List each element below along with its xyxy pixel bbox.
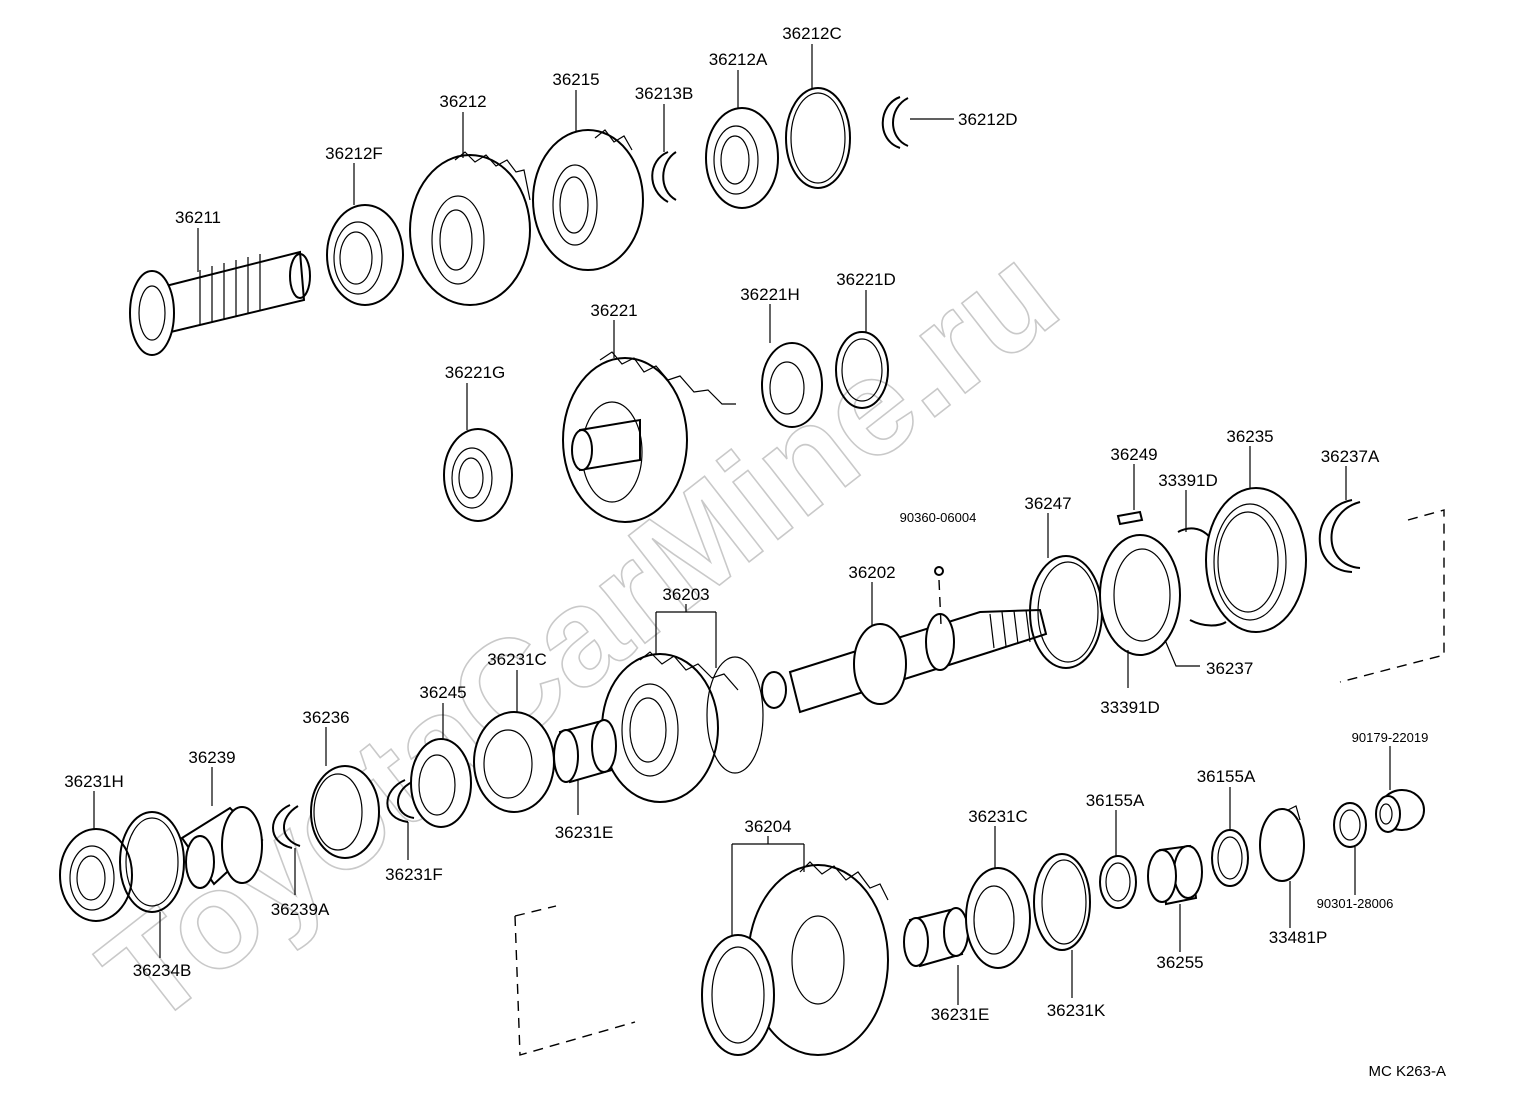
- label-36221G: 36221G: [445, 363, 506, 382]
- part-36212A-bearing: [705, 107, 779, 209]
- part-36236-ring: [310, 765, 380, 859]
- part-36212F-bearing: [326, 204, 404, 306]
- part-36212C-ring: [785, 87, 851, 189]
- part-36204-gear: [701, 861, 889, 1056]
- part-36211-shaft: [129, 250, 311, 356]
- label-33391D-top: 33391D: [1158, 471, 1218, 490]
- label-36231E-right: 36231E: [931, 1005, 990, 1024]
- part-36237A-snap-ring: [1318, 499, 1361, 573]
- part-90360-06004-ball: [934, 566, 944, 626]
- label-36255: 36255: [1156, 953, 1203, 972]
- part-36213B-snap-ring: [651, 151, 677, 203]
- part-36215-gear: [532, 129, 644, 271]
- dashed-link-top-right: [1339, 509, 1445, 683]
- label-36212F: 36212F: [325, 144, 383, 163]
- part-36231E-needle-bearing-right: [903, 907, 969, 968]
- label-90179-22019: 90179-22019: [1352, 730, 1429, 745]
- part-36212-gear: [409, 151, 531, 306]
- label-36155A-right: 36155A: [1197, 767, 1256, 786]
- label-36235: 36235: [1226, 427, 1273, 446]
- leader-lines: [93, 44, 1391, 1005]
- part-36235-sleeve: [1205, 487, 1307, 633]
- label-36234B: 36234B: [133, 961, 192, 980]
- label-36212A: 36212A: [709, 50, 768, 69]
- part-36155A-ring-right: [1211, 829, 1249, 887]
- part-36231E-needle-bearing-left: [553, 719, 617, 784]
- label-36237: 36237: [1206, 659, 1253, 678]
- label-36236: 36236: [302, 708, 349, 727]
- part-36231F-snap-ring: [386, 779, 415, 823]
- label-36155A-left: 36155A: [1086, 791, 1145, 810]
- part-36155A-ring-left: [1099, 855, 1137, 909]
- part-33481P-gear: [1259, 805, 1305, 882]
- label-36245: 36245: [419, 683, 466, 702]
- label-36215: 36215: [552, 70, 599, 89]
- dashed-link-bottom-left: [514, 905, 636, 1056]
- part-36234B-ring: [119, 811, 185, 913]
- part-36231K-ring: [1033, 853, 1091, 951]
- part-36221H-bearing: [761, 342, 823, 428]
- label-90301-28006: 90301-28006: [1317, 896, 1394, 911]
- label-36247: 36247: [1024, 494, 1071, 513]
- label-33481P: 33481P: [1269, 928, 1328, 947]
- label-36203: 36203: [662, 585, 709, 604]
- label-36231C-right: 36231C: [968, 807, 1028, 826]
- label-36231C-left: 36231C: [487, 650, 547, 669]
- label-36231K: 36231K: [1047, 1001, 1106, 1020]
- label-36211: 36211: [175, 208, 221, 227]
- part-36255-collar: [1147, 844, 1203, 906]
- label-33391D-bottom: 33391D: [1100, 698, 1160, 717]
- part-36203-gear-pair: [601, 651, 764, 803]
- label-36221D: 36221D: [836, 270, 896, 289]
- part-labels: 36211 36212F 36212 36215 36213B 36212A 3…: [64, 24, 1428, 1024]
- label-36231E-left: 36231E: [555, 823, 614, 842]
- part-36237-hub: [1099, 534, 1181, 656]
- part-36239A-snap-ring: [272, 804, 301, 849]
- label-36212D: 36212D: [958, 110, 1018, 129]
- label-36213B: 36213B: [635, 84, 694, 103]
- part-90179-22019-nut: [1375, 789, 1425, 833]
- part-36221D-ring: [835, 331, 889, 409]
- label-36212C: 36212C: [782, 24, 842, 43]
- part-33391D-key: [1116, 510, 1144, 526]
- label-36239A: 36239A: [271, 900, 330, 919]
- label-36221: 36221: [590, 301, 637, 320]
- part-36231C-bearing-right: [965, 867, 1031, 969]
- part-36231C-bearing-left: [473, 711, 555, 813]
- part-36245-bearing: [410, 738, 472, 828]
- label-36231F: 36231F: [385, 865, 443, 884]
- label-36239: 36239: [188, 748, 235, 767]
- part-36221-counter-gear: [562, 351, 736, 523]
- part-36231H-bearing: [59, 828, 133, 922]
- label-36221H: 36221H: [740, 285, 800, 304]
- part-36221G-bearing: [443, 428, 513, 522]
- part-36202-main-shaft: [761, 608, 1048, 714]
- diagram-code: MC K263-A: [1368, 1063, 1446, 1080]
- part-36212D-snap-ring: [881, 96, 909, 149]
- label-90360-06004: 90360-06004: [900, 510, 977, 525]
- part-36239-cone: [180, 806, 264, 889]
- label-36237A: 36237A: [1321, 447, 1380, 466]
- label-36231H: 36231H: [64, 772, 124, 791]
- label-36204: 36204: [744, 817, 791, 836]
- part-90301-28006-oil-seal: [1333, 802, 1367, 848]
- label-36212: 36212: [439, 92, 486, 111]
- label-36202: 36202: [848, 563, 895, 582]
- label-36249: 36249: [1110, 445, 1157, 464]
